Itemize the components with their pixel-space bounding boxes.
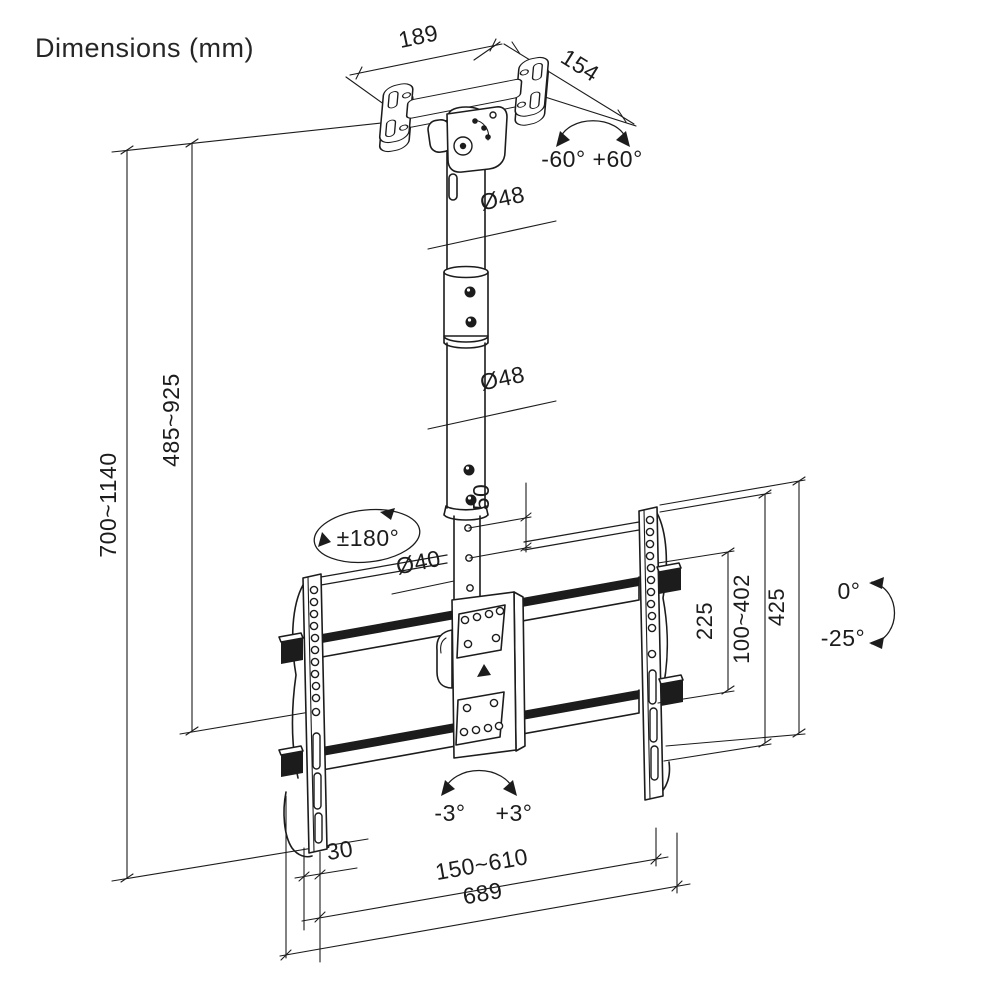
right-flange xyxy=(656,512,669,699)
dim-level-left: -3° xyxy=(434,800,465,826)
dim-bracket-hole-span: 225 xyxy=(692,602,717,640)
dim-tilt-down: -25° xyxy=(821,625,865,651)
dim-level-right: +3° xyxy=(496,800,533,826)
pole-coupling xyxy=(443,265,489,349)
left-hook xyxy=(283,791,313,858)
pole-collar xyxy=(443,505,489,521)
inner-pole xyxy=(453,515,481,601)
dim-vesa-height-range: 100~402 xyxy=(729,574,754,664)
bracket-dimensions: 225 100~402 425 xyxy=(657,476,806,762)
page-title: Dimensions (mm) xyxy=(35,33,254,63)
swivel-arrow-icon xyxy=(558,120,628,142)
dim-swivel-range: -60° +60° xyxy=(541,146,643,172)
dim-hole-pitch: 50 xyxy=(468,484,494,511)
tilt-annotation: 0° -25° xyxy=(821,577,895,651)
rear-top-bar xyxy=(320,521,640,586)
rail-end-tab xyxy=(281,751,303,777)
rotation-arrow-icon xyxy=(313,508,421,564)
left-tv-bracket xyxy=(278,573,328,858)
right-tv-bracket xyxy=(638,506,684,801)
level-arrow-icon xyxy=(442,770,516,794)
rail-end-tab xyxy=(659,568,681,594)
dim-tilt-up: 0° xyxy=(838,578,861,604)
dim-plate-width: 189 xyxy=(396,19,440,53)
dim-overall-height: 700~1140 xyxy=(95,452,121,557)
pole-diameter-annotations: Ø48 Ø48 Ø40 xyxy=(391,181,557,595)
swivel-annotation: -60° +60° xyxy=(541,120,643,172)
dim-pole-inner-diameter: Ø40 xyxy=(394,545,443,580)
dim-bracket-height: 425 xyxy=(764,588,789,626)
dim-rotation-range: ±180° xyxy=(337,525,400,551)
upper-hole-pattern xyxy=(456,604,506,659)
rotation-annotation: ±180° xyxy=(313,508,421,564)
tilt-hinge xyxy=(427,106,508,173)
vesa-plate xyxy=(436,591,526,759)
telescoping-pole xyxy=(443,149,489,601)
tilt-arrow-icon xyxy=(871,581,895,645)
dim-bracket-width: 30 xyxy=(325,835,355,865)
height-dimensions: 700~1140 485~925 xyxy=(95,120,401,883)
dim-pole-height: 485~925 xyxy=(158,373,184,467)
width-dimensions: 30 150~610 689 xyxy=(279,795,691,963)
dim-overall-width: 689 xyxy=(461,877,505,910)
dim-width-range: 150~610 xyxy=(433,843,530,885)
lower-hole-pattern xyxy=(455,691,505,746)
rail-end-tab xyxy=(281,638,303,664)
level-annotation: -3° +3° xyxy=(434,770,533,826)
pitch-dimension: 50 xyxy=(468,482,532,559)
pole-slot xyxy=(448,173,458,201)
arrow-marker-icon xyxy=(477,664,491,677)
